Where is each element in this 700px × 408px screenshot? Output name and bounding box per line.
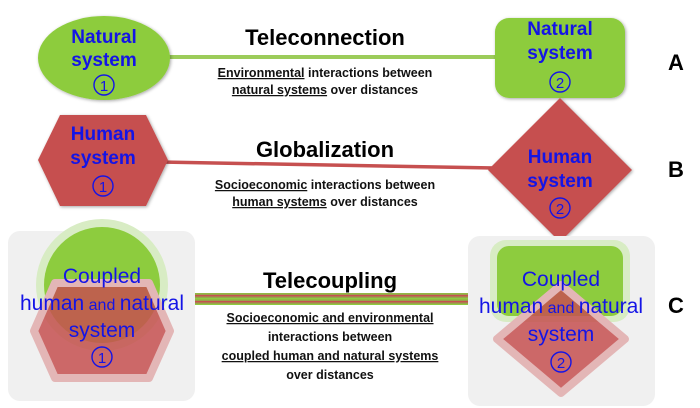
human-system-2-line2: system: [527, 171, 593, 192]
row-teleconnection: Natural system 1 Natural system 2 Teleco…: [38, 16, 684, 100]
natural-system-1-number: 1: [100, 78, 108, 95]
natural-system-1-line2: system: [71, 50, 137, 71]
coupled-1-human-shape: [30, 279, 174, 382]
number-circle-icon: [550, 351, 572, 373]
human-system-1-line2: system: [70, 148, 136, 169]
desc-text: interactions between: [307, 178, 435, 192]
coupled-2-line3: system: [528, 323, 595, 346]
coupled-1-line3: system: [69, 319, 136, 342]
text-natural: natural: [120, 292, 184, 315]
telecoupling-link: [195, 293, 468, 305]
natural-system-1-line1: Natural: [71, 27, 136, 48]
human-system-1-line1: Human: [71, 124, 135, 145]
coupled-1-line2: human and natural: [20, 292, 184, 315]
human-system-1-number: 1: [99, 179, 107, 196]
teleconnection-title: Teleconnection: [245, 25, 405, 50]
text-human: human: [20, 292, 84, 315]
human-system-2-number: 2: [556, 201, 564, 218]
human-system-2-line1: Human: [528, 147, 592, 168]
teleconnection-desc-line1: Environmental interactions between: [218, 66, 433, 80]
natural-system-1-shape: [38, 16, 170, 100]
globalization-title: Globalization: [256, 137, 394, 162]
natural-system-2-shape: [495, 18, 625, 98]
row-label-a: A: [668, 50, 684, 75]
underlined-term: Socioeconomic: [215, 178, 307, 192]
telecoupling-desc-line3: coupled human and natural systems: [222, 349, 439, 363]
coupled-1-number: 1: [98, 350, 106, 367]
coupled-1-line1: Coupled: [63, 265, 141, 288]
desc-text: over distances: [327, 195, 418, 209]
desc-text: interactions between: [305, 66, 433, 80]
coupled-2-line2: human and natural: [479, 295, 643, 318]
telecoupling-desc-line2: interactions between: [268, 330, 392, 344]
underlined-term: natural systems: [232, 83, 327, 97]
text-natural: natural: [579, 295, 643, 318]
desc-text: over distances: [327, 83, 418, 97]
teleconnection-desc-line2: natural systems over distances: [232, 83, 418, 97]
natural-system-2-line1: Natural: [527, 19, 592, 40]
text-human: human: [479, 295, 543, 318]
row-telecoupling: Coupled human and natural system 1 Coupl…: [8, 219, 684, 406]
row-label-b: B: [668, 157, 684, 182]
text-and: and: [84, 297, 120, 314]
number-circle-icon: [91, 346, 113, 368]
number-circle-icon: [93, 74, 115, 96]
telecoupling-desc-line1: Socioeconomic and environmental: [227, 311, 434, 325]
human-system-2-shape: [488, 98, 632, 242]
human-system-1-shape: [38, 115, 168, 206]
coupled-2-line1: Coupled: [522, 268, 600, 291]
coupled-2-number: 2: [557, 355, 565, 372]
text-and: and: [543, 300, 579, 317]
natural-system-2-line2: system: [527, 43, 593, 64]
telecoupling-title: Telecoupling: [263, 268, 397, 293]
coupled-2-human-shape: [493, 281, 629, 397]
row-label-c: C: [668, 293, 684, 318]
number-circle-icon: [549, 71, 571, 93]
telecoupling-desc-line4: over distances: [286, 368, 374, 382]
natural-system-2-number: 2: [556, 75, 564, 92]
globalization-desc-line1: Socioeconomic interactions between: [215, 178, 435, 192]
globalization-link: [159, 160, 496, 170]
underlined-term: Environmental: [218, 66, 305, 80]
number-circle-icon: [92, 175, 114, 197]
globalization-desc-line2: human systems over distances: [232, 195, 418, 209]
row-globalization: Human system 1 Human system 2 Globalizat…: [38, 98, 684, 242]
coupled-2-natural-core: [497, 246, 623, 316]
number-circle-icon: [549, 197, 571, 219]
underlined-term: human systems: [232, 195, 327, 209]
